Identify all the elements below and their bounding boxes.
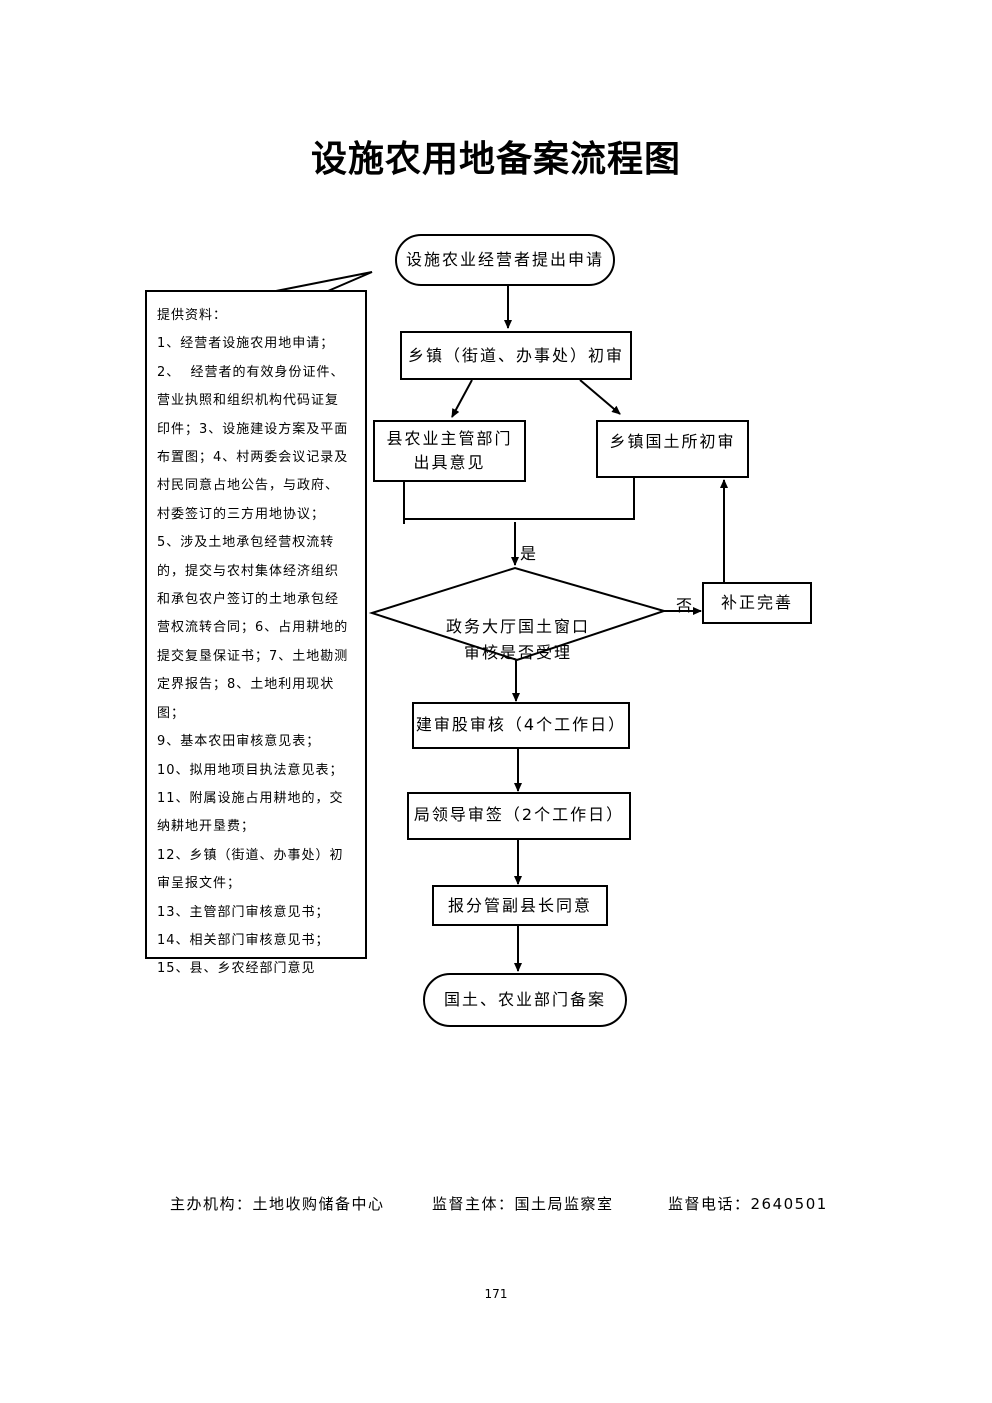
materials-line: 15、县、乡农经部门意见 [157, 961, 316, 977]
materials-line: 11、附属设施占用耕地的，交 [157, 790, 344, 806]
materials-line: 5、涉及土地承包经营权流转 [157, 535, 335, 551]
materials-line: 营业执照和组织机构代码证复 [157, 393, 340, 409]
materials-line: 纳耕地开垦费； [157, 819, 256, 835]
arrow-township-to-county [451, 379, 473, 418]
materials-callout [145, 290, 367, 959]
materials-line: 的，提交与农村集体经济组织 [157, 563, 340, 579]
end-node: 国土、农业部门备案 [423, 973, 627, 1027]
materials-line: 印件；3、设施建设方案及平面 [157, 421, 349, 437]
decision-diamond [368, 566, 668, 662]
materials-line: 14、相关部门审核意见书； [157, 932, 330, 948]
start-node: 设施农业经营者提出申请 [395, 234, 615, 286]
merge-line [403, 478, 635, 520]
callout-pointer [275, 271, 373, 292]
township-land-node: 乡镇国土所初审 [596, 420, 749, 478]
arrow-township-to-land [579, 379, 621, 415]
page-number: 171 [484, 1287, 508, 1301]
materials-line: 村民同意占地公告，与政府、 [157, 478, 340, 494]
materials-line: 13、主管部门审核意见书； [157, 904, 330, 920]
bureau-sign-node: 局领导审签（2个工作日） [407, 792, 631, 840]
decision-label: 政务大厅国土窗口 审核是否受理 [445, 617, 590, 662]
decision-text: 政务大厅国土窗口 审核是否受理 [418, 588, 618, 666]
materials-line: 营权流转合同；6、占用耕地的 [157, 620, 349, 636]
footer-phone: 监督电话：2640501 [668, 1195, 828, 1213]
materials-line: 9、基本农田审核意见表； [157, 734, 321, 750]
materials-line: 10、拟用地项目执法意见表； [157, 762, 344, 778]
materials-line: 定界报告；8、土地利用现状图； [157, 677, 335, 721]
materials-line: 和承包农户签订的土地承包经 [157, 592, 340, 608]
footer-supervisor: 监督主体：国土局监察室 [432, 1195, 614, 1213]
materials-line: 2、 经营者的有效身份证件、 [157, 364, 345, 380]
materials-line: 1、经营者设施农用地申请； [157, 336, 335, 352]
county-agri-node: 县农业主管部门 出具意见 [373, 420, 526, 482]
footer-organizer: 主办机构：土地收购储备中心 [170, 1195, 385, 1213]
township-review-node: 乡镇（街道、办事处）初审 [400, 331, 632, 380]
materials-line: 审呈报文件； [157, 876, 242, 892]
materials-line: 提交复垦保证书；7、土地勘测 [157, 648, 349, 664]
deputy-approve-node: 报分管副县长同意 [432, 885, 608, 926]
no-label: 否 [676, 596, 693, 615]
supplement-node: 补正完善 [702, 582, 812, 624]
materials-heading: 提供资料： [157, 308, 228, 323]
yes-label: 是 [520, 544, 537, 563]
construction-review-node: 建审股审核（4个工作日） [412, 702, 630, 749]
county-agri-text: 县农业主管部门 出具意见 [386, 429, 513, 472]
materials-list: 提供资料： 1、经营者设施农用地申请； 2、 经营者的有效身份证件、 营业执照和… [157, 302, 357, 984]
page-title: 设施农用地备案流程图 [310, 139, 681, 180]
materials-line: 12、乡镇（街道、办事处）初 [157, 847, 344, 863]
materials-line: 布置图；4、村两委会议记录及 [157, 450, 349, 466]
materials-line: 村委签订的三方用地协议； [157, 506, 326, 522]
